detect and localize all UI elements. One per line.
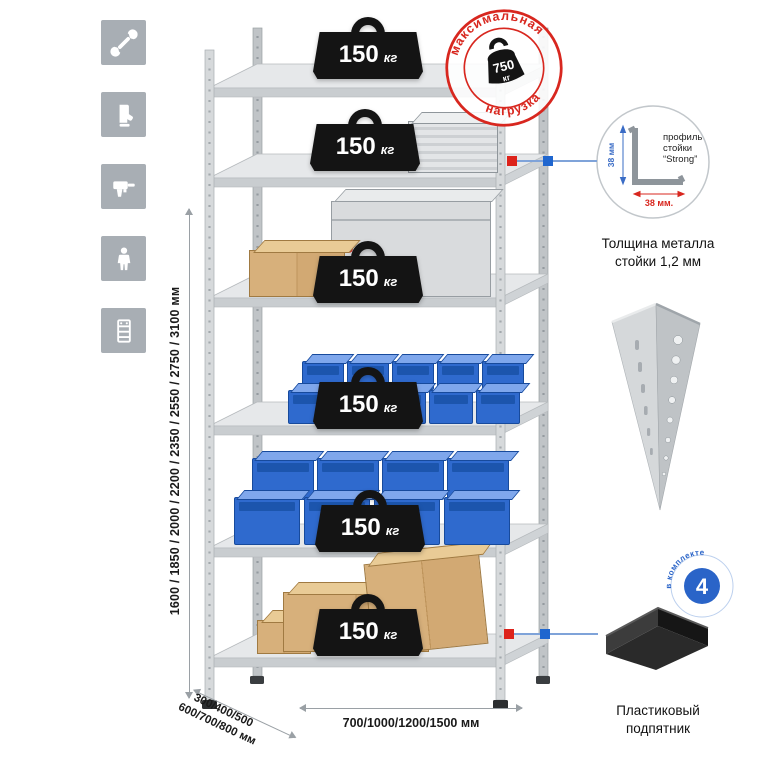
height-dimension-label: 1600 / 1850 / 2000 / 2200 / 2350 / 2550 … — [168, 286, 182, 616]
included-count-badge: в комплекте 4 — [664, 548, 738, 622]
foot-back-left — [250, 676, 264, 684]
shelf-load-badge-1: 150 кг — [313, 16, 423, 80]
profile-dim-vertical-label: 38 мм — [606, 143, 616, 167]
shelf-load-badge-4: 150 кг — [313, 366, 423, 430]
plastic-bin — [444, 497, 510, 545]
profile-dim-vertical-line — [619, 124, 627, 186]
plastic-bin — [234, 497, 300, 545]
load-unit: кг — [383, 400, 398, 415]
gloves-icon — [101, 92, 146, 137]
foot-front-right — [493, 700, 508, 709]
stamp-weight-shape — [487, 49, 525, 84]
foot-caption-line1: Пластиковый — [616, 703, 700, 718]
drill-glyph — [112, 180, 135, 197]
load-unit: кг — [383, 627, 398, 642]
upright-post-image — [602, 300, 714, 528]
aluminum-case — [403, 121, 498, 173]
profile-label-1: профиль — [663, 132, 702, 143]
rack-icon — [101, 308, 146, 353]
profile-caption-line1: Толщина металла — [601, 236, 715, 251]
load-value: 150 — [335, 133, 376, 160]
weight-handle — [351, 241, 385, 265]
stamp-weight-handle — [489, 37, 509, 50]
foot-back-right — [536, 676, 550, 684]
profile-caption-line2: стойки 1,2 мм — [614, 253, 702, 269]
plastic-bin — [476, 390, 520, 424]
person-glyph — [117, 246, 130, 270]
profile-label-2: стойки — [663, 143, 692, 154]
load-value: 150 — [340, 514, 381, 541]
load-value: 150 — [338, 41, 379, 68]
foot-front-left — [202, 700, 217, 709]
width-dimension-label: 700/1000/1200/1500 мм — [342, 716, 480, 730]
post-slot-holes — [635, 340, 653, 455]
profile-dim-horizontal-line — [632, 190, 686, 198]
shelf-load-badge-5: 150 кг — [315, 489, 425, 553]
post-round-holes — [661, 335, 683, 477]
marker-blue-top — [543, 156, 553, 166]
load-value: 150 — [338, 391, 379, 418]
weight-handle — [353, 490, 387, 514]
max-load-stamp: максимальная нагрузка 750 кг — [431, 0, 576, 141]
foot-caption: Пластиковый подпятник — [583, 702, 733, 737]
marker-blue-bottom — [540, 629, 550, 639]
wrench-icon — [101, 20, 146, 65]
person-icon — [101, 236, 146, 281]
profile-label-3: “Strong” — [663, 154, 697, 165]
foot-caption-line2: подпятник — [625, 720, 691, 736]
rack-glyph — [116, 318, 131, 343]
weight-handle — [351, 594, 385, 618]
profile-dim-horizontal-label: 38 мм. — [645, 198, 673, 208]
height-dimension-line — [185, 208, 193, 699]
width-dimension-line — [299, 704, 523, 712]
load-unit: кг — [383, 274, 398, 289]
wrench-glyph — [109, 28, 138, 57]
profile-angle-drawing — [632, 128, 683, 185]
gloves-glyph — [119, 104, 133, 127]
weight-handle — [348, 109, 382, 133]
load-unit: кг — [385, 523, 400, 538]
shelf-load-badge-3: 150 кг — [313, 240, 423, 304]
load-unit: кг — [383, 50, 398, 65]
shelf-load-badge-6: 150 кг — [313, 593, 423, 657]
load-value: 150 — [338, 265, 379, 292]
profile-caption: Толщина металла стойки 1,2 мм — [583, 235, 733, 270]
plastic-bin — [429, 390, 473, 424]
plastic-foot-image — [596, 582, 714, 670]
stamp-weight-value: 750 — [491, 56, 516, 76]
load-unit: кг — [380, 142, 395, 157]
feature-icon-column — [101, 20, 146, 380]
profile-callout: 38 мм 38 мм. профиль стойки “Strong” — [595, 104, 711, 220]
weight-handle — [351, 17, 385, 41]
metal-chest-top — [334, 189, 504, 202]
weight-handle — [351, 367, 385, 391]
load-value: 150 — [338, 618, 379, 645]
drill-icon — [101, 164, 146, 209]
stamp-weight-unit: кг — [501, 72, 511, 84]
leader-line-bottom — [514, 633, 598, 635]
marker-red-top — [507, 156, 517, 166]
shelf-load-badge-2: 150 кг — [310, 108, 420, 172]
leader-line-top — [517, 160, 597, 162]
badge-number: 4 — [696, 574, 709, 599]
marker-red-bottom — [504, 629, 514, 639]
